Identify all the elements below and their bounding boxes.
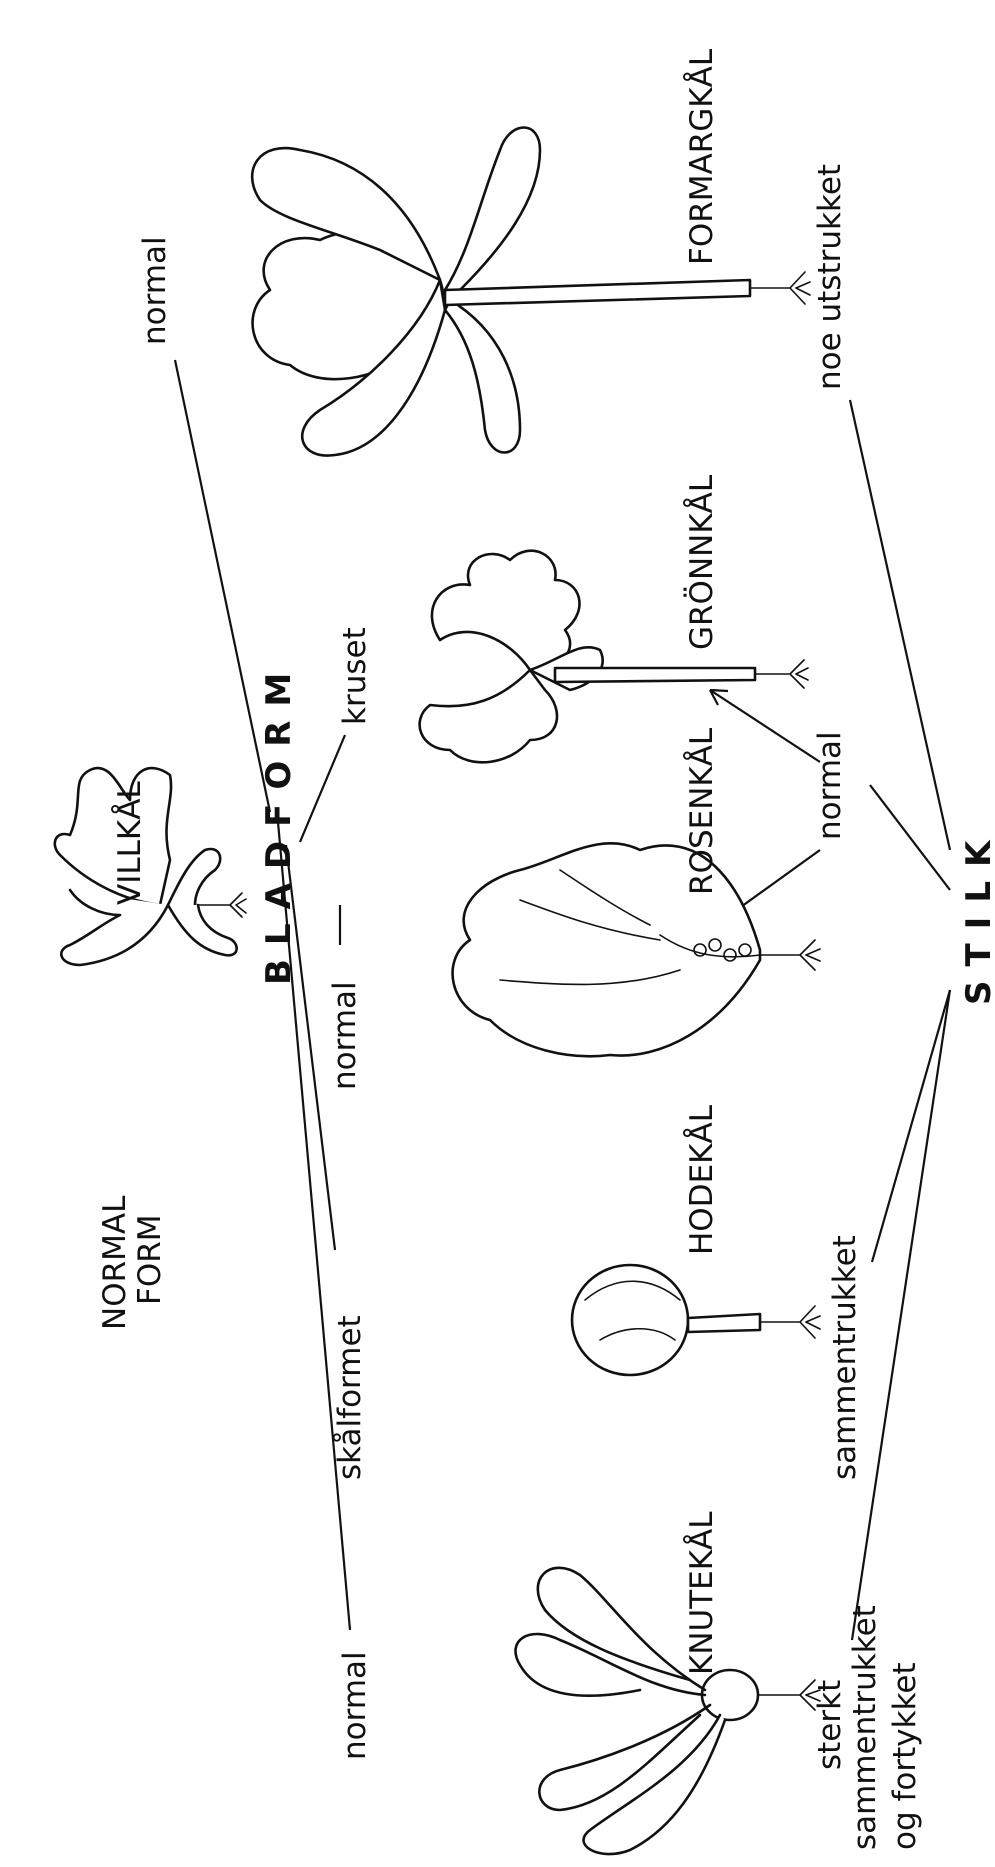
knutekal-drawing [516, 1568, 820, 1854]
formargkal-label: FORMARGKÅL [684, 48, 720, 265]
villkal-label: VILLKÅL [112, 781, 148, 905]
bladform-kruset: kruset [337, 627, 373, 725]
bladform-normal-center: normal [327, 981, 363, 1090]
bladform-heading: BLADFORM [259, 659, 299, 985]
bladform-skalformet: skålformet [332, 1315, 368, 1480]
hodekal-label: HODEKÅL [684, 1104, 720, 1255]
line-stilk-to-sammentrukket [872, 990, 950, 1262]
stilk-heading: STILK [959, 827, 995, 1005]
formargkal-drawing [252, 128, 810, 456]
line-bladform-to-normal-top [175, 360, 270, 812]
stilk-sterkt-line1: sterkt [812, 1680, 848, 1770]
bladform-normal-left: normal [337, 1651, 373, 1760]
rosenkal-label: ROSENKÅL [684, 727, 720, 895]
line-stilk-to-sterkt [852, 990, 950, 1640]
stilk-sterkt-line3: og fortykket [887, 1662, 923, 1850]
stilk-sterkt-line2: sammentrukket [847, 1605, 883, 1850]
normal-form-label-line1: NORMAL [97, 1195, 133, 1330]
rosenkal-drawing [453, 843, 820, 1056]
villkal-drawing [55, 768, 246, 965]
stilk-noe-utstrukket: noe utstrukket [812, 164, 848, 390]
arrow-normal-to-gronnkal [710, 690, 820, 762]
bladform-normal-top: normal [137, 236, 173, 345]
normal-form-label-line2: FORM [132, 1214, 168, 1305]
line-stilk-to-noe-utstrukket [850, 400, 950, 850]
line-bladform-to-kruset [300, 735, 345, 842]
gronnkal-drawing [420, 551, 808, 763]
stilk-sammentrukket: sammentrukket [827, 1235, 863, 1480]
gronnkal-label: GRÖNNKÅL [683, 474, 720, 650]
stilk-normal: normal [812, 731, 848, 840]
hodekal-drawing [572, 1265, 820, 1375]
knutekal-label: KNUTEKÅL [684, 1511, 720, 1675]
